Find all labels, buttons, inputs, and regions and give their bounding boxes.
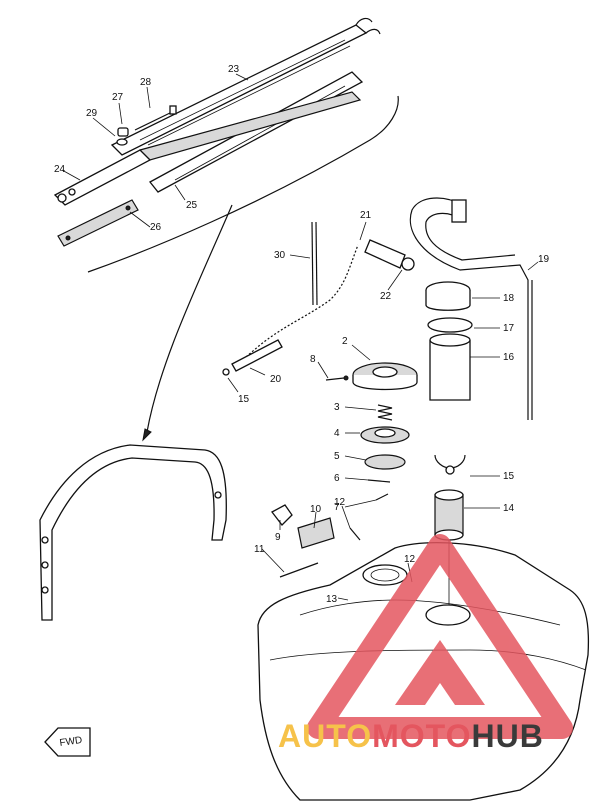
callout-19: 19 xyxy=(538,254,550,265)
part-8-pin xyxy=(325,375,349,381)
callout-2: 2 xyxy=(342,336,348,347)
callout-28: 28 xyxy=(140,77,152,88)
part-4-seal xyxy=(360,426,410,444)
part-30-tube xyxy=(311,221,318,306)
callout-16: 16 xyxy=(503,352,515,363)
callout-labels: 23 28 27 29 24 25 26 30 21 22 19 18 17 1… xyxy=(54,64,550,605)
part-9-fitting xyxy=(271,504,293,526)
callout-25: 25 xyxy=(186,200,198,211)
callout-17: 17 xyxy=(503,323,515,334)
part-6-pin xyxy=(367,479,391,483)
part-23-strap xyxy=(110,17,381,156)
part-15-clip-left xyxy=(222,368,230,376)
callout-9: 9 xyxy=(275,532,281,543)
watermark-text: AUTOMOTOHUB xyxy=(278,718,544,758)
callout-12-b: 12 xyxy=(404,554,416,565)
fwd-label: FWD xyxy=(59,735,83,749)
part-20-pipe xyxy=(231,339,283,372)
part-18-cap xyxy=(425,281,471,311)
part-7-screw xyxy=(375,493,389,501)
callout-23: 23 xyxy=(228,64,240,75)
part-28-bolt xyxy=(134,105,177,131)
callout-26: 26 xyxy=(150,222,162,233)
part-16-neck xyxy=(429,333,471,401)
callout-12-a: 12 xyxy=(334,497,346,508)
fwd-marker: FWD xyxy=(44,727,91,757)
part-14-filter xyxy=(434,489,464,541)
pointer-arrow-line xyxy=(146,204,233,433)
part-26-plate xyxy=(57,199,139,247)
callout-3: 3 xyxy=(334,402,340,413)
callout-24: 24 xyxy=(54,164,66,175)
callout-8: 8 xyxy=(310,354,316,365)
part-29-washer xyxy=(116,138,128,146)
part-21-hose xyxy=(239,244,360,364)
part-3-spring xyxy=(377,404,393,421)
leader-lines xyxy=(61,73,539,601)
watermark-text-moto: MOTO xyxy=(372,718,472,754)
watermark-logo xyxy=(307,534,573,739)
callout-20: 20 xyxy=(270,374,282,385)
callout-27: 27 xyxy=(112,92,124,103)
part-19-breather-hose xyxy=(409,197,533,420)
callout-22: 22 xyxy=(380,291,392,302)
callout-11: 11 xyxy=(254,544,265,555)
callout-7: 7 xyxy=(334,502,340,513)
callout-21: 21 xyxy=(360,210,372,221)
callout-6: 6 xyxy=(334,473,340,484)
callout-10: 10 xyxy=(310,504,322,515)
watermark-text-auto: AUTO xyxy=(278,718,373,754)
part-10-gasket xyxy=(297,517,335,549)
callout-29: 29 xyxy=(86,108,98,119)
callout-5: 5 xyxy=(334,451,340,462)
part-25-strap xyxy=(138,71,364,193)
callout-18: 18 xyxy=(503,293,515,304)
strap-panel xyxy=(53,17,399,273)
part-22-fitting xyxy=(364,239,415,271)
callout-15-left: 15 xyxy=(238,394,250,405)
part-27-collar xyxy=(117,127,129,137)
part-5-washer xyxy=(364,454,406,470)
part-2-fuel-cap xyxy=(352,362,418,391)
callout-4: 4 xyxy=(334,428,340,439)
callout-30: 30 xyxy=(274,250,286,261)
watermark-text-hub: HUB xyxy=(471,718,544,754)
callout-13: 13 xyxy=(326,594,338,605)
part-12-screw-a xyxy=(349,527,361,541)
pointer-arrow-head xyxy=(142,428,152,442)
tank-frame xyxy=(39,444,227,621)
callout-14: 14 xyxy=(503,503,515,514)
part-11-bolt xyxy=(279,562,319,578)
callout-15-right: 15 xyxy=(503,471,515,482)
part-17-gasket xyxy=(427,317,473,333)
part-24-bracket xyxy=(53,149,152,206)
part-15-clip-right xyxy=(434,454,466,475)
